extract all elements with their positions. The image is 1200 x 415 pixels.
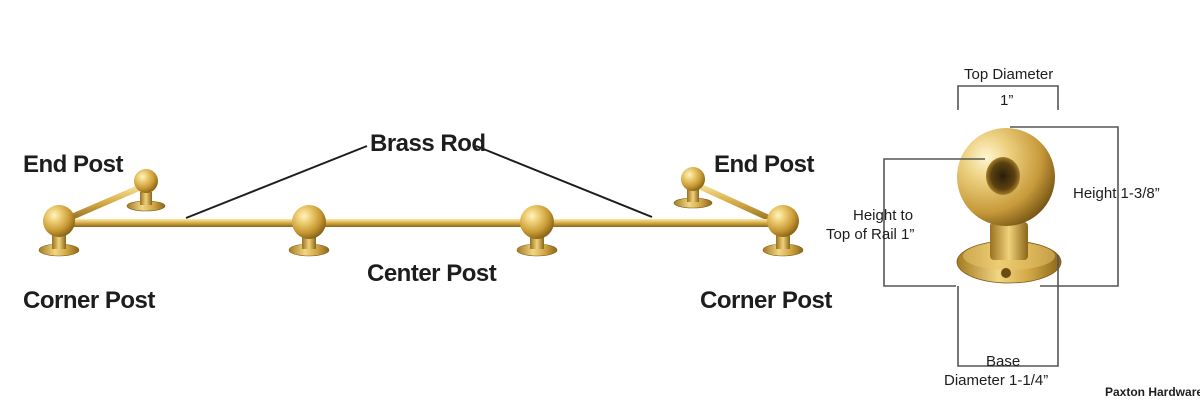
center-post-1-image xyxy=(288,205,330,257)
end-post-right-image xyxy=(673,167,713,209)
rail-assembly xyxy=(38,145,804,257)
corner-post-right-image xyxy=(762,205,804,257)
end-rod-right xyxy=(687,179,785,227)
rail-hole xyxy=(986,157,1020,195)
center-post-2-image xyxy=(516,205,558,257)
corner-post-right-label: Corner Post xyxy=(700,287,832,314)
base-diameter-bracket xyxy=(957,255,1059,367)
end-post-left-label: End Post xyxy=(23,151,124,178)
height-to-rail-line1: Height to xyxy=(853,207,914,224)
post-detail xyxy=(883,85,1119,367)
screw-hole xyxy=(1001,268,1011,278)
total-height-bracket xyxy=(1010,126,1119,287)
end-post-left-image xyxy=(126,169,166,212)
corner-post-left-image xyxy=(38,205,80,257)
brand-label: Paxton Hardware xyxy=(1105,385,1200,399)
height-to-rail-bracket xyxy=(883,158,985,287)
end-post-right-label: End Post xyxy=(714,151,815,178)
total-height-label: Height 1-3/8” xyxy=(1073,185,1160,202)
end-rod-left xyxy=(57,181,151,225)
base-diameter-line1: Base xyxy=(986,353,1021,370)
center-post-label: Center Post xyxy=(367,260,497,287)
top-diameter-value: 1” xyxy=(1000,92,1014,109)
height-to-rail-line2: Top of Rail 1” xyxy=(826,226,915,243)
top-diameter-label: Top Diameter xyxy=(964,66,1054,83)
base-diameter-line2: Diameter 1-1/4” xyxy=(944,372,1049,389)
corner-post-left-label: Corner Post xyxy=(23,287,155,314)
brass-rod-label: Brass Rod xyxy=(370,130,486,157)
top-diameter-bracket xyxy=(957,85,1059,110)
brass-rod-leader-left xyxy=(185,145,368,219)
brass-rod xyxy=(60,219,790,227)
brass-rod-leader-right xyxy=(475,145,653,218)
